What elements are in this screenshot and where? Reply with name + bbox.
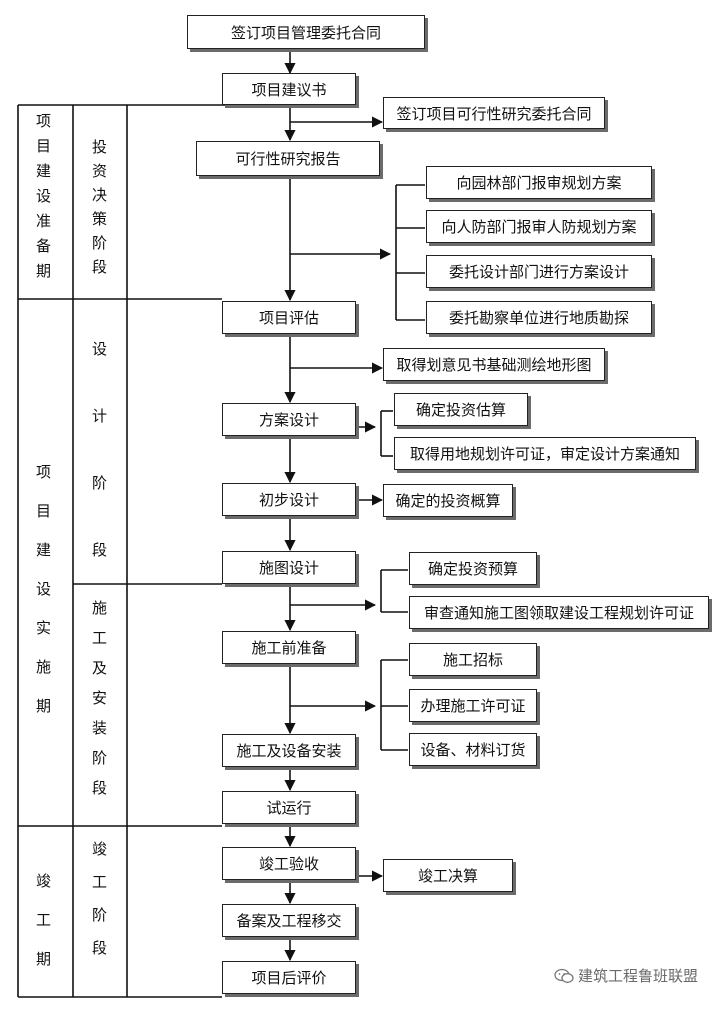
stage-investment-decision-char: 决 [92,186,108,204]
stage-design-char: 阶 [92,474,108,492]
period-preparation-char: 建 [36,162,52,180]
side-investment-approx: 确定的投资概算 [383,484,513,517]
period-implementation-char: 期 [36,697,52,715]
side-investment-budget: 确定投资预算 [409,552,537,585]
stage-construction: 施工及安装阶段 [92,601,107,796]
period-preparation-char: 项 [36,112,52,130]
stage-design: 设计阶段 [92,342,107,558]
period-preparation-char: 备 [36,237,52,255]
side-work-permit: 办理施工许可证 [409,689,537,722]
stage-investment-decision: 投资决策阶段 [92,140,107,275]
side-civil-defense-plan: 向人防部门报审人防规划方案 [426,210,652,243]
step-acceptance: 竣工验收 [222,847,356,880]
step-proposal: 项目建议书 [222,73,356,105]
stage-completion: 竣工阶段 [92,842,107,956]
side-land-permit: 取得用地规划许可证，审定设计方案通知 [394,437,696,470]
wechat-icon [554,968,574,983]
period-implementation-char: 目 [36,502,52,520]
stage-investment-decision-char: 投 [92,138,108,156]
period-completion: 竣工期 [36,874,51,967]
step-feasibility-report: 可行性研究报告 [196,141,380,176]
period-preparation-char: 设 [36,187,52,205]
stage-design-char: 计 [92,407,108,425]
period-implementation-char: 建 [36,541,52,559]
step-evaluation: 项目评估 [222,301,356,334]
step-construction-prep: 施工前准备 [222,631,356,664]
stage-construction-char: 安 [92,689,108,707]
stage-completion-char: 段 [92,939,108,957]
step-installation: 施工及设备安装 [222,734,356,767]
stage-construction-char: 段 [92,779,108,797]
side-bidding: 施工招标 [409,643,537,676]
period-completion-char: 期 [36,950,52,968]
stage-investment-decision-char: 策 [92,210,108,228]
step-preliminary-design: 初步设计 [222,483,356,516]
stage-design-char: 段 [92,541,108,559]
stage-construction-char: 装 [92,719,108,737]
stage-design-char: 设 [92,340,108,358]
period-preparation-char: 期 [36,262,52,280]
period-implementation-char: 项 [36,463,52,481]
period-implementation: 项目建设实施期 [36,465,51,714]
stage-completion-char: 竣 [92,840,108,858]
stage-investment-decision-char: 段 [92,258,108,276]
side-design-unit: 委托设计部门进行方案设计 [426,255,652,288]
period-preparation-char: 准 [36,212,52,230]
period-completion-char: 工 [36,911,52,929]
side-materials: 设备、材料订货 [409,733,537,766]
side-final-accounts: 竣工决算 [383,859,513,892]
period-implementation-char: 施 [36,658,52,676]
stage-completion-char: 工 [92,873,108,891]
side-survey-unit: 委托勘察单位进行地质勘探 [426,301,652,334]
stage-investment-decision-char: 阶 [92,234,108,252]
step-handover: 备案及工程移交 [222,904,356,937]
step-post-evaluation: 项目后评价 [222,961,356,994]
side-planning-opinion: 取得划意见书基础测绘地形图 [383,348,605,381]
period-completion-char: 竣 [36,872,52,890]
stage-construction-char: 及 [92,659,108,677]
step-drawing-design: 施图设计 [222,551,356,584]
stage-completion-char: 阶 [92,906,108,924]
stage-construction-char: 施 [92,599,108,617]
step-scheme-design: 方案设计 [222,403,356,436]
stage-construction-char: 阶 [92,749,108,767]
side-feasibility-contract: 签订项目可行性研究委托合同 [383,97,605,129]
side-investment-estimate: 确定投资估算 [394,393,528,426]
stage-construction-char: 工 [92,629,108,647]
side-garden-plan: 向园林部门报审规划方案 [426,166,652,199]
watermark-text: 建筑工程鲁班联盟 [577,967,698,985]
watermark: 建筑工程鲁班联盟 [554,965,698,986]
step-sign-contract: 签订项目管理委托合同 [187,15,425,49]
step-trial-run: 试运行 [222,791,356,824]
period-preparation: 项目建设准备期 [36,114,51,279]
stage-investment-decision-char: 资 [92,162,108,180]
period-preparation-char: 目 [36,137,52,155]
side-construction-permit-review: 审查通知施工图领取建设工程规划许可证 [409,596,709,629]
period-implementation-char: 设 [36,580,52,598]
period-implementation-char: 实 [36,619,52,637]
